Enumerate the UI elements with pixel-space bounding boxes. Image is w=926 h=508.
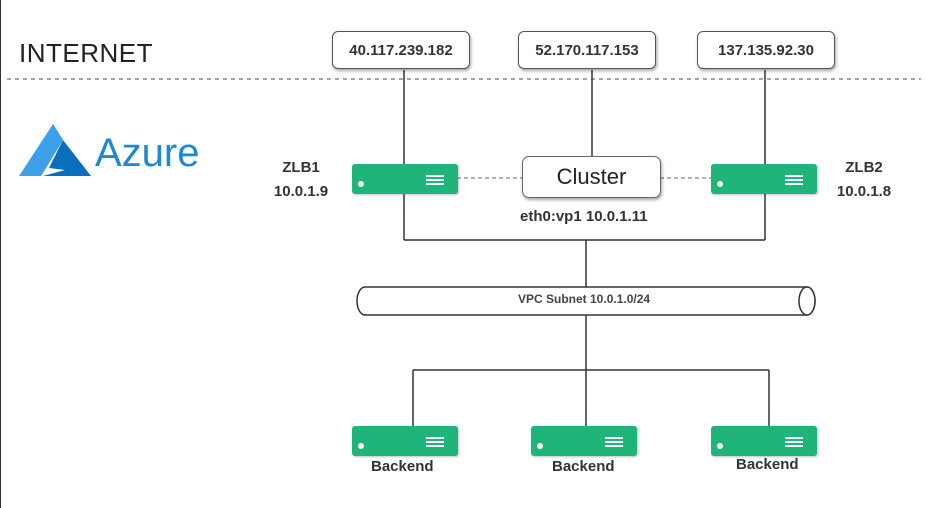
zlb2-name: ZLB2	[845, 159, 883, 176]
azure-brand-text: Azure	[95, 131, 200, 175]
zlb2-ip: 10.0.1.8	[836, 183, 892, 200]
internet-zone-title: INTERNET	[19, 38, 153, 68]
backend1-label: Backend	[371, 458, 434, 475]
public-ip-box-1: 40.117.239.182	[332, 31, 470, 69]
backend2-server-icon	[531, 426, 637, 456]
subnet-label: VPC Subnet 10.0.1.0/24	[518, 292, 651, 306]
zlb1-ip: 10.0.1.9	[273, 183, 329, 200]
azure-logo-icon	[19, 124, 91, 176]
subnet-pipe	[356, 286, 816, 316]
backend3-server-icon	[711, 426, 817, 456]
zlb1-name: ZLB1	[282, 159, 320, 176]
public-ip-box-3: 137.135.92.30	[697, 31, 835, 69]
zlb1-label: ZLB1 10.0.1.9	[263, 156, 339, 204]
zlb2-server-icon	[711, 164, 817, 194]
backend2-label: Backend	[552, 458, 615, 475]
backend1-server-icon	[352, 426, 458, 456]
zlb2-label: ZLB2 10.0.1.8	[827, 156, 901, 204]
public-ip-box-2: 52.170.117.153	[518, 31, 656, 69]
cluster-box: Cluster	[522, 156, 661, 198]
backend3-label: Backend	[736, 456, 799, 473]
zlb1-server-icon	[352, 164, 458, 194]
cluster-vip-label: eth0:vp1 10.0.1.11	[520, 208, 648, 225]
